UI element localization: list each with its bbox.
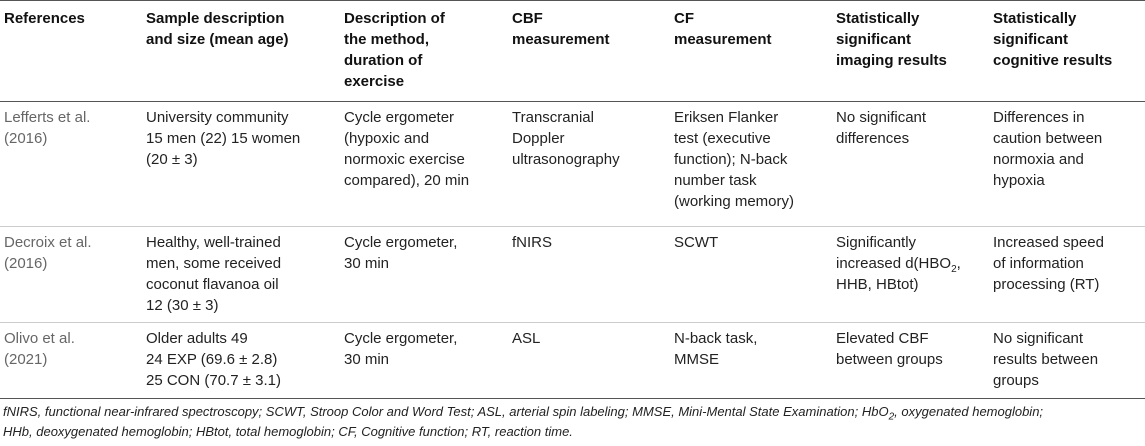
cell-reference: Olivo et al. (2021) [4,330,75,368]
cell-cognitive: No significant results between groups [993,330,1099,389]
cell-method: Cycle ergometer (hypoxic and normoxic ex… [344,109,470,189]
header-method-description: Description of the method, duration of e… [344,10,445,90]
cell-cf: Eriksen Flanker test (executive function… [674,109,795,210]
cell-cf: SCWT [674,234,719,251]
header-cognitive-results: Statistically significant cognitive resu… [993,10,1113,69]
cell-cbf: fNIRS [512,234,553,251]
header-cbf-measurement: CBF measurement [512,10,610,48]
table-row: Lefferts et al. (2016) University commun… [0,102,1145,227]
footnote-line-2: HHb, deoxygenated hemoglobin; HBtot, tot… [3,424,573,439]
cell-cbf: Transcranial Doppler ultrasonography [512,109,620,168]
cell-cf: N-back task, MMSE [674,330,758,368]
table-footnote: fNIRS, functional near-infrared spectros… [3,402,1143,442]
cell-cognitive: Differences in caution between normoxia … [993,109,1103,189]
cell-sample: Healthy, well-trained men, some received… [146,234,282,314]
data-table: References Sample description and size (… [0,0,1145,399]
cell-imaging: No significant differences [836,109,927,147]
cell-imaging: Elevated CBF between groups [836,330,943,368]
header-cf-measurement: CF measurement [674,10,772,48]
cell-method: Cycle ergometer, 30 min [344,330,458,368]
cell-sample: University community 15 men (22) 15 wome… [146,109,301,168]
cell-cognitive: Increased speed of information processin… [993,234,1104,293]
cell-sample: Older adults 49 24 EXP (69.6 ± 2.8) 25 C… [146,330,281,389]
table-header-row: References Sample description and size (… [0,0,1145,102]
footnote-line-1: fNIRS, functional near-infrared spectros… [3,404,1044,423]
table-row: Olivo et al. (2021) Older adults 49 24 E… [0,323,1145,399]
header-references: References [4,10,85,27]
cell-imaging: Significantly increased d(HBO2, HHB, HBt… [836,234,961,293]
cell-reference: Lefferts et al. (2016) [4,109,91,147]
cell-method: Cycle ergometer, 30 min [344,234,458,272]
table-row: Decroix et al. (2016) Healthy, well-trai… [0,227,1145,323]
header-imaging-results: Statistically significant imaging result… [836,10,947,69]
header-sample-description: Sample description and size (mean age) [146,10,289,48]
cell-cbf: ASL [512,330,541,347]
cell-reference: Decroix et al. (2016) [4,234,92,272]
